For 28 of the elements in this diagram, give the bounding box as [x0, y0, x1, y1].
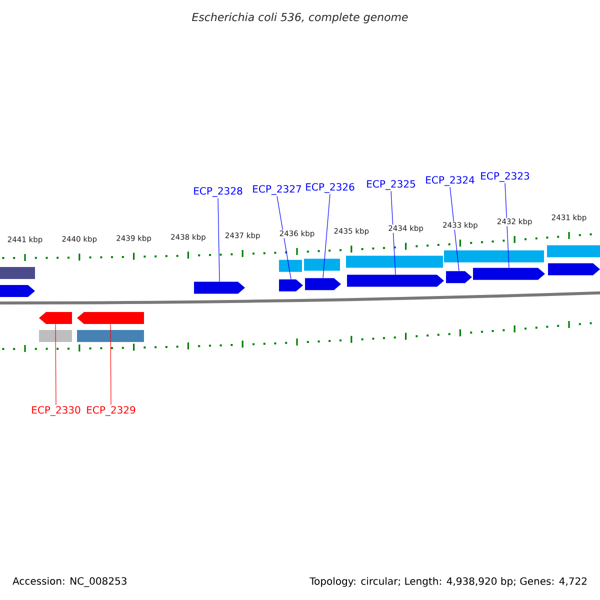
- leader-line: [55, 324, 56, 406]
- gene-feature: [347, 274, 444, 287]
- leader-line: [218, 198, 220, 282]
- gene-label: ECP_2324: [426, 176, 474, 186]
- gene-label: ECP_2328: [194, 187, 242, 197]
- gene-feature: [305, 278, 341, 290]
- gene-feature: [77, 312, 144, 324]
- leader-line: [110, 324, 112, 406]
- summary-text: Topology: circular; Length: 4,938,920 bp; Genes: 4,722: [310, 577, 586, 587]
- gene-label: ECP_2323: [481, 172, 530, 182]
- accession-text: Accession: NC_008253: [12, 577, 126, 587]
- gene-label: ECP_2327: [253, 185, 302, 195]
- title: Escherichia coli 536, complete genome: [192, 12, 408, 24]
- gene-label: ECP_2326: [306, 183, 354, 193]
- gene-feature: [0, 285, 35, 297]
- leader-line: [390, 190, 396, 275]
- leader-line: [322, 194, 330, 278]
- gene-feature: [446, 271, 472, 284]
- gene-feature: [548, 263, 600, 276]
- leader-line: [276, 196, 292, 280]
- gene-label: ECP_2329: [87, 406, 136, 416]
- gene-feature: [39, 312, 72, 324]
- gene-feature: [194, 282, 245, 294]
- gene-feature: [279, 279, 303, 292]
- gene-label: ECP_2330: [32, 406, 80, 416]
- leader-line: [450, 186, 460, 272]
- gene-label: ECP_2325: [367, 180, 416, 190]
- leader-line: [504, 182, 510, 268]
